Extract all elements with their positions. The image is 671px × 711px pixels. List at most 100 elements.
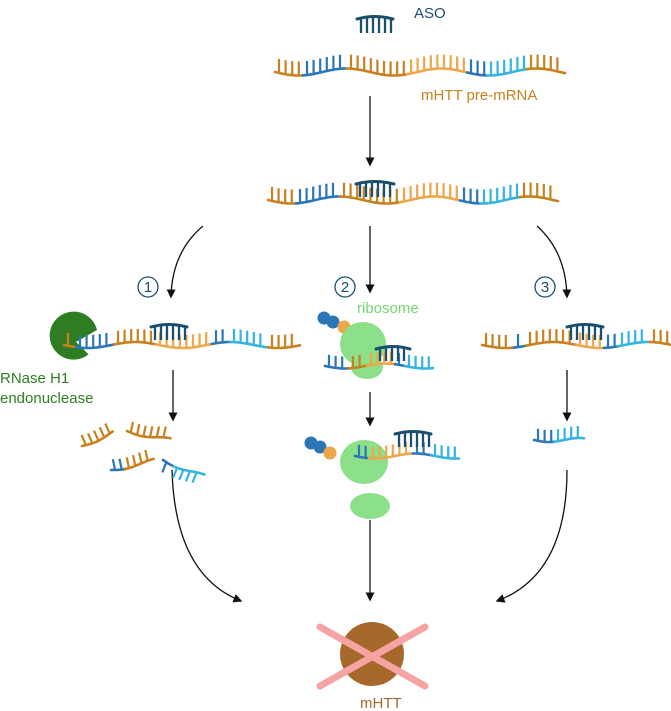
base-tick: [129, 421, 135, 433]
step-3-marker: 3: [534, 276, 556, 298]
peptide-bead: [323, 446, 337, 460]
ribosome-small-subunit: [350, 493, 390, 519]
svg-text:3: 3: [541, 279, 549, 296]
svg-text:1: 1: [144, 279, 152, 296]
strand-backbone: [367, 452, 415, 460]
aso-oligo: [149, 323, 189, 340]
truncated-mrna: [532, 426, 586, 444]
base-tick: [93, 430, 100, 442]
strand-backbone: [273, 70, 305, 77]
strand-path-2b: [353, 441, 461, 460]
strand-backbone: [512, 344, 528, 349]
strand-backbone: [485, 67, 529, 77]
aso-mrna-duplex: [266, 180, 560, 205]
aso-oligo: [374, 345, 412, 361]
molecules: [49, 15, 671, 690]
strand-backbone: [574, 343, 606, 350]
mhtt-protein-label: mHTT: [360, 695, 402, 711]
strand-backbone: [228, 340, 270, 349]
strand-backbone: [210, 340, 232, 346]
base-tick: [104, 423, 111, 435]
rnase-label-line2: endonuclease: [0, 390, 93, 407]
strand-backbone: [480, 343, 516, 350]
base-tick: [125, 457, 131, 469]
strand-backbone: [74, 343, 116, 350]
base-tick: [142, 425, 147, 437]
curved-arrow-icon: [171, 469, 243, 603]
strand-backbone: [154, 342, 214, 350]
strand-backbone: [347, 364, 369, 370]
step-1-marker: 1: [137, 276, 159, 298]
strand-backbone: [125, 429, 172, 440]
aso-oligo: [355, 15, 395, 33]
base-tick: [86, 432, 94, 444]
strand-backbone: [353, 454, 371, 460]
strand-backbone: [80, 430, 115, 448]
step-2-marker: 2: [334, 276, 356, 298]
ribosome-label: ribosome: [357, 300, 419, 317]
rna-fragment: [125, 421, 172, 440]
pre-mrna-strand: [273, 54, 567, 77]
ribosome-large-subunit: [340, 322, 386, 366]
strand-backbone: [323, 364, 351, 370]
strand-backbone: [109, 467, 127, 472]
base-tick: [155, 426, 161, 438]
strand-backbone: [62, 343, 78, 349]
base-tick: [184, 470, 192, 482]
base-tick: [138, 452, 143, 464]
base-tick: [161, 461, 168, 473]
base-tick: [131, 454, 137, 467]
peptide-bead: [313, 440, 327, 454]
svg-text:2: 2: [341, 279, 349, 296]
strand-backbone: [411, 452, 433, 457]
aso-oligo: [393, 430, 433, 447]
base-tick: [191, 471, 198, 483]
base-tick: [178, 469, 185, 481]
cleaved-fragments: [80, 421, 206, 483]
ribosome-large-subunit: [340, 440, 388, 484]
base-tick: [144, 449, 149, 461]
strand-backbone: [266, 198, 298, 205]
curved-arrow-icon: [536, 225, 572, 299]
base-tick: [111, 458, 117, 471]
base-tick: [162, 426, 167, 438]
rnase-label-line1: RNase H1: [0, 370, 69, 387]
strand-backbone: [294, 195, 342, 205]
base-tick: [135, 423, 141, 436]
pre-mrna-label: mHTT pre-mRNA: [421, 87, 537, 104]
base-tick: [148, 426, 154, 438]
strand-backbone: [478, 195, 522, 205]
strand-backbone: [172, 464, 206, 476]
rna-fragment: [161, 458, 206, 483]
aso-oligo: [565, 323, 605, 340]
flow-arrows: [166, 96, 572, 603]
strand-backbone: [616, 340, 652, 348]
aso-oligo: [354, 180, 396, 197]
strand-backbone: [602, 345, 620, 350]
splicing-pathway: [480, 323, 671, 444]
strand-backbone: [393, 362, 407, 368]
ribosome-dissociation: [304, 430, 461, 519]
peptide-bead: [326, 315, 340, 329]
ribosome-pathway: [304, 311, 461, 519]
base-tick: [118, 458, 123, 470]
mhtt-protein: [316, 622, 429, 690]
base-tick: [98, 426, 106, 438]
rnase-pathway: [49, 311, 302, 483]
strand-backbone: [524, 340, 578, 347]
strand-backbone: [266, 344, 302, 350]
strand-path-2: [323, 351, 435, 370]
rna-fragment: [80, 423, 115, 448]
strand-backbone: [403, 364, 435, 370]
aso-label: ASO: [414, 5, 446, 22]
curved-arrow-icon: [166, 225, 204, 299]
strand-path-3: [480, 329, 671, 350]
base-tick: [80, 434, 87, 446]
strand-backbone: [518, 195, 560, 203]
rnase-h1-enzyme: [49, 311, 97, 360]
strand-backbone: [112, 340, 158, 346]
strand-backbone: [429, 453, 461, 460]
strand-backbone: [525, 67, 567, 75]
rna-fragment: [109, 449, 155, 472]
